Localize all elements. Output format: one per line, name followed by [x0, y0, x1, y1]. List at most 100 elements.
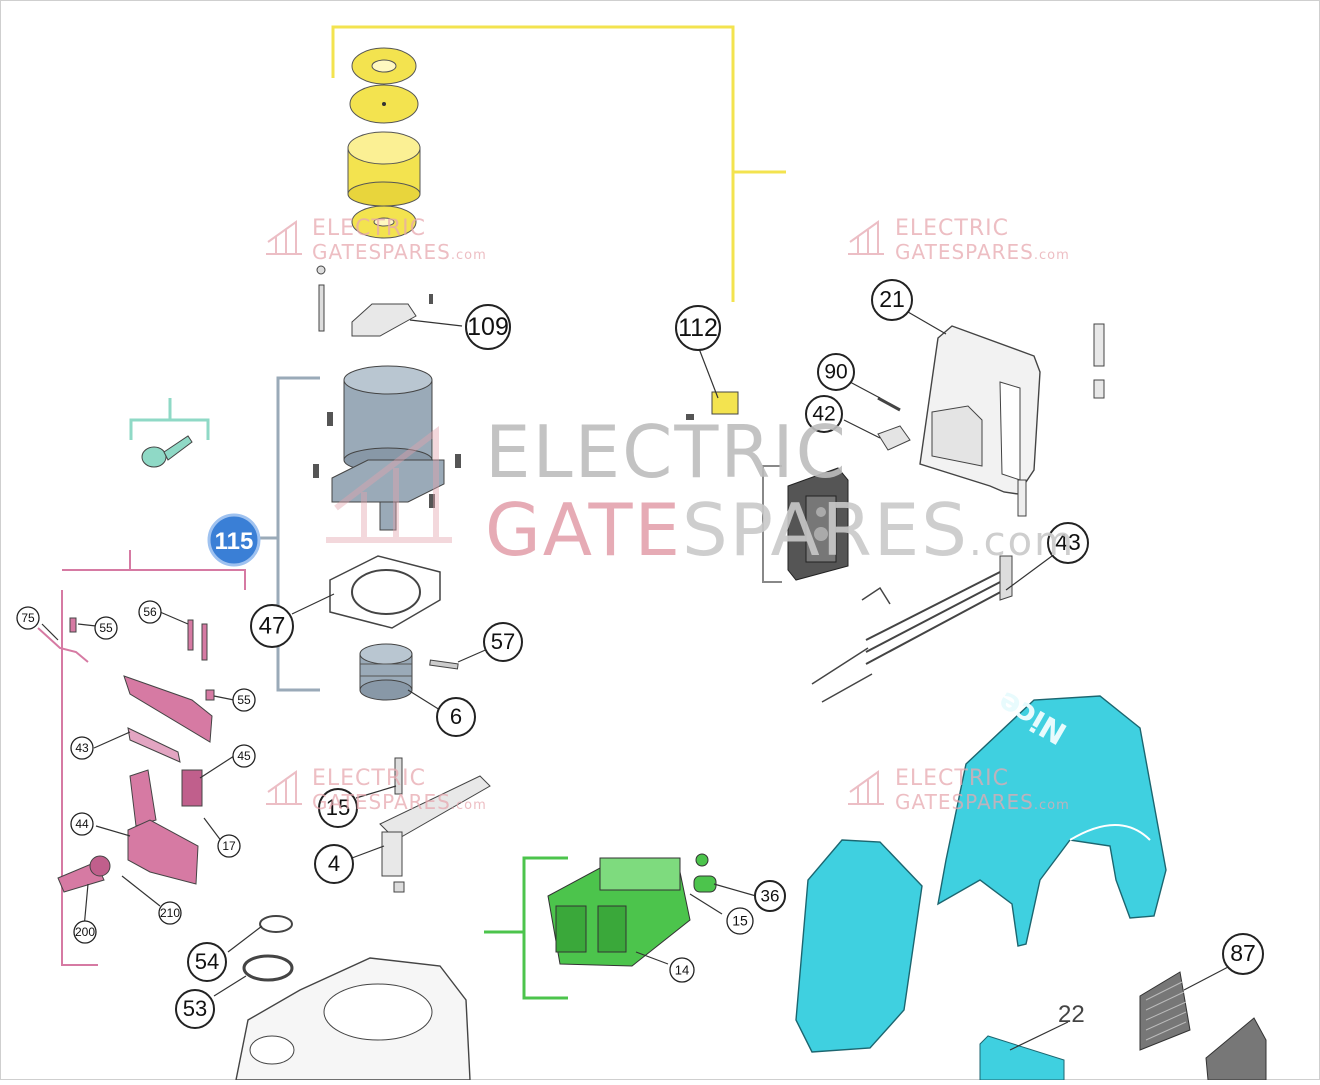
callout-42: 42	[805, 395, 843, 433]
callout-circle	[70, 736, 94, 760]
callout-label: 6	[450, 704, 462, 729]
callout-label: 57	[491, 629, 515, 654]
callout-label: 45	[237, 749, 251, 763]
callout-circle	[16, 606, 40, 630]
callout-15a: 15	[318, 788, 358, 828]
motor-bracket	[260, 376, 320, 692]
key-bracket	[129, 398, 210, 440]
part-90-42	[877, 396, 911, 451]
callout-circle	[318, 788, 358, 828]
control-board-part	[787, 467, 849, 581]
callout-43b: 43	[70, 736, 94, 760]
watermark-small-2: ELECTRIC GATESPARES.com	[895, 216, 1070, 264]
callout-circle	[436, 697, 476, 737]
rail-part	[811, 555, 1013, 703]
callout-112: 112	[675, 305, 721, 351]
watermark-line1: ELECTRIC	[312, 216, 426, 241]
callout-90: 90	[817, 353, 855, 391]
watermark-line1: ELECTRIC	[895, 216, 1009, 241]
board-holder-part	[547, 853, 717, 967]
motor-part	[313, 365, 461, 531]
callout-circle	[675, 305, 721, 351]
callout-circle	[187, 942, 227, 982]
callout-label: 75	[21, 611, 35, 625]
watermark-spares: SPARES	[951, 790, 1034, 814]
watermark-large-com: .com	[968, 519, 1076, 565]
watermark-large: ELECTRIC GATESPARES.com	[485, 416, 1075, 566]
callout-circle	[871, 279, 913, 321]
callout-label: 55	[99, 621, 113, 635]
callout-4: 4	[314, 844, 354, 884]
release-mechanism	[37, 617, 215, 893]
callout-circle	[158, 901, 182, 925]
callout-label: 200	[75, 925, 95, 939]
cover-part: Nice	[795, 684, 1167, 1081]
callout-label: 43	[1055, 529, 1081, 555]
washer-parts	[242, 915, 294, 982]
callout-label: 87	[1230, 940, 1256, 966]
callout-210: 210	[158, 901, 182, 925]
callout-circle	[805, 395, 843, 433]
watermark-com: .com	[1033, 798, 1070, 813]
watermark-com: .com	[450, 798, 487, 813]
board-bracket	[484, 856, 568, 1000]
watermark-small-4: ELECTRIC GATESPARES.com	[895, 768, 1070, 813]
vent-part	[1139, 971, 1267, 1081]
callout-label: 55	[237, 693, 251, 707]
yellow-bracket	[331, 25, 735, 302]
watermark-small-3: ELECTRIC GATESPARES.com	[312, 768, 487, 813]
callout-43a: 43	[1047, 522, 1089, 564]
watermark-spares: SPARES	[368, 240, 451, 264]
watermark-large-spares: SPARES	[681, 488, 969, 572]
callout-57: 57	[483, 622, 523, 662]
callout-circle	[817, 353, 855, 391]
watermark-gate: GATE	[895, 790, 952, 814]
callout-6: 6	[436, 697, 476, 737]
callout-200: 200	[73, 920, 97, 944]
encoder-parts	[347, 47, 421, 239]
release-bracket	[61, 550, 246, 966]
callout-53: 53	[175, 989, 215, 1029]
callout-circle	[314, 844, 354, 884]
callout-circle	[754, 880, 786, 912]
callout-circle	[465, 304, 511, 350]
watermark-large-line2: GATESPARES.com	[485, 494, 1075, 566]
callout-label: 90	[824, 360, 847, 383]
callout-circle	[250, 604, 294, 648]
callout-label: 42	[812, 402, 835, 425]
callout-54: 54	[187, 942, 227, 982]
callout-circle	[73, 920, 97, 944]
callout-55b: 55	[232, 688, 256, 712]
lever-part	[379, 757, 491, 893]
callout-label: 15	[732, 913, 748, 929]
badge-115: 115	[207, 513, 261, 567]
callout-75: 75	[16, 606, 40, 630]
callout-circle	[138, 600, 162, 624]
callout-label: 14	[675, 962, 689, 977]
callout-circle	[483, 622, 523, 662]
watermark-com: .com	[1033, 248, 1070, 263]
callout-36: 36	[754, 880, 786, 912]
callout-circle	[1047, 522, 1089, 564]
watermark-spares: SPARES	[951, 240, 1034, 264]
callout-label: 109	[467, 313, 509, 341]
part-112	[686, 391, 739, 420]
callout-56: 56	[138, 600, 162, 624]
callout-circle	[217, 834, 241, 858]
callout-circle	[1222, 933, 1264, 975]
callout-layer: 109 112 21 90 42 43 47 57 6 15 4 36 15 14 54 53 87 75 55 56…	[16, 279, 1264, 1029]
callout-47: 47	[250, 604, 294, 648]
part-22-label: 22	[1058, 1001, 1085, 1028]
watermark-large-gate: GATE	[485, 488, 682, 572]
callout-label: 21	[879, 286, 905, 312]
callout-circle	[669, 957, 695, 983]
gasket-part	[329, 555, 441, 629]
callout-label: 17	[222, 839, 236, 853]
watermark-large-line1: ELECTRIC	[485, 410, 848, 494]
watermark-gate: GATE	[895, 240, 952, 264]
callout-44: 44	[70, 812, 94, 836]
watermark-line2: GATESPARES.com	[895, 792, 1070, 812]
watermark-icons	[266, 220, 884, 805]
